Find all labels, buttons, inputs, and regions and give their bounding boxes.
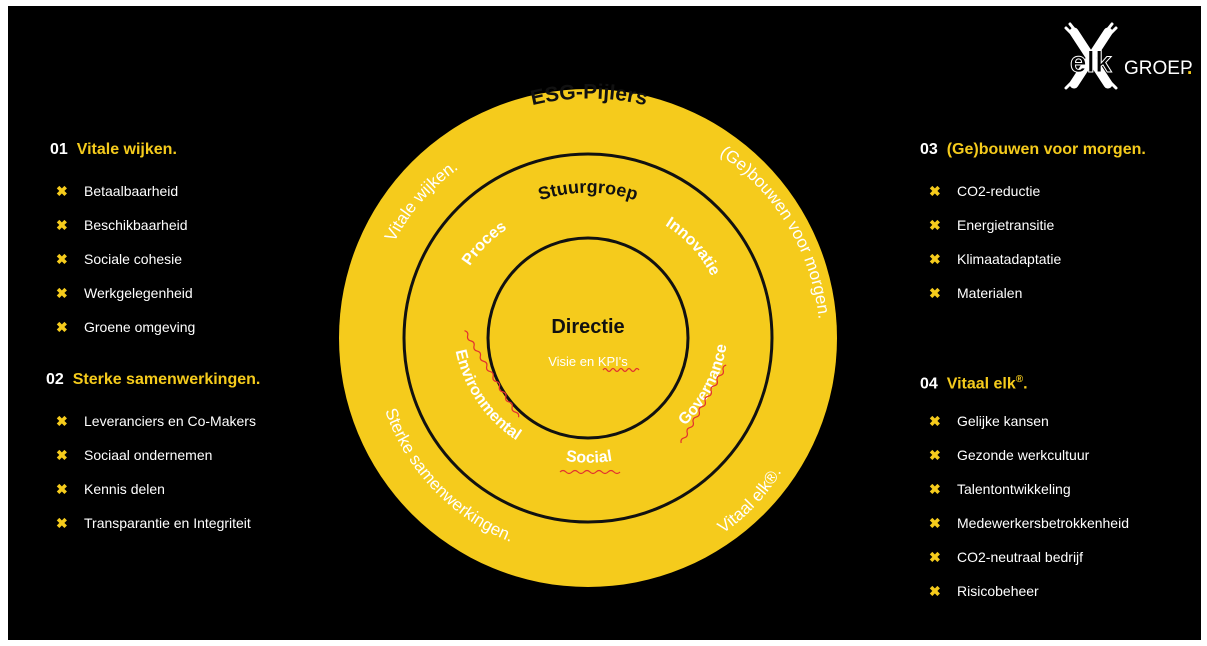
group-title: Vitaal elk <box>946 375 1016 393</box>
middle-ring-line <box>402 152 774 524</box>
esg-ring-diagram: ESG-Pijlers Vitale wijken. (Ge)bouwen vo… <box>339 80 837 587</box>
cross-bullet-icon: ✖ <box>56 217 68 233</box>
cross-bullet-icon: ✖ <box>56 183 68 199</box>
logo-dot: . <box>1187 58 1192 79</box>
cross-bullet-icon: ✖ <box>929 515 941 531</box>
group-number: 01 <box>50 141 68 158</box>
registered-mark: ® <box>1015 374 1024 385</box>
cross-bullet-icon: ✖ <box>56 515 68 531</box>
group-heading: 01 Vitale wijken. <box>50 140 177 160</box>
inner-ring-line <box>486 236 690 440</box>
center-title: Directie <box>551 316 624 338</box>
group-title: Sterke samenwerkingen. <box>72 371 261 388</box>
cross-bullet-icon: ✖ <box>56 447 68 463</box>
cross-bullet-icon: ✖ <box>56 413 68 429</box>
cross-bullet-icon: ✖ <box>56 481 68 497</box>
logo-mark-icon: elk GROEP . <box>1064 22 1193 90</box>
cross-bullet-icon: ✖ <box>929 217 941 233</box>
slide: elk GROEP . ESG-Pijlers Vitale wijken. <box>8 6 1201 640</box>
group-number: 03 <box>920 141 938 158</box>
group-number: 02 <box>46 371 64 388</box>
cross-bullet-icon: ✖ <box>56 285 68 301</box>
cross-bullet-icon: ✖ <box>929 583 941 599</box>
elk-groep-logo: elk GROEP . <box>1056 22 1196 100</box>
group-title-dot: . <box>1023 375 1028 393</box>
group-heading: 02 Sterke samenwerkingen. <box>46 370 260 390</box>
spellcheck-underline-governance <box>680 364 727 444</box>
cross-bullet-icon: ✖ <box>929 285 941 301</box>
cross-bullet-icon: ✖ <box>56 251 68 267</box>
cross-bullet-icon: ✖ <box>56 319 68 335</box>
center-subtitle: Visie en KPI's <box>548 354 628 369</box>
group-heading: 04 Vitaal elk®. <box>920 370 1028 394</box>
cross-bullet-icon: ✖ <box>929 481 941 497</box>
cross-bullet-icon: ✖ <box>929 251 941 267</box>
cross-bullet-icon: ✖ <box>929 413 941 429</box>
outer-yellow-disc <box>339 89 837 587</box>
ring-label-social: Social <box>565 448 613 467</box>
cross-bullet-icon: ✖ <box>929 183 941 199</box>
spellcheck-underline-kpis <box>602 367 640 373</box>
group-title: Vitale wijken. <box>76 141 177 158</box>
group-heading: 03 (Ge)bouwen voor morgen. <box>920 140 1146 160</box>
logo-mark-text: elk <box>1070 46 1112 79</box>
spellcheck-underline-social <box>559 469 621 475</box>
cross-bullet-icon: ✖ <box>929 447 941 463</box>
group-number: 04 <box>920 375 938 393</box>
spellcheck-underline-environmental <box>464 330 520 418</box>
group-title: (Ge)bouwen voor morgen. <box>946 141 1146 158</box>
logo-wordmark: GROEP <box>1124 58 1193 79</box>
cross-bullet-icon: ✖ <box>929 549 941 565</box>
